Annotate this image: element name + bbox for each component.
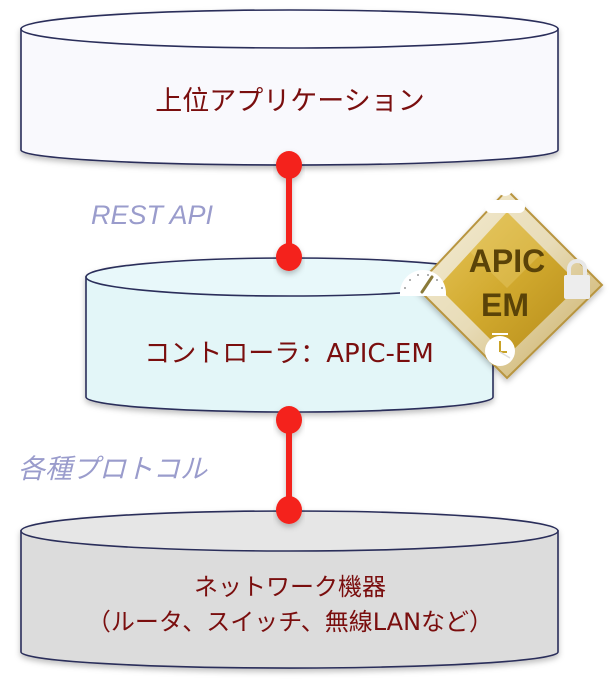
controller-layer [85, 257, 494, 413]
protocols-label: 各種プロトコル [18, 454, 208, 484]
clock-icon [485, 333, 515, 366]
connector-endpoint-top [276, 151, 302, 179]
lock-icon [564, 259, 590, 299]
rest-api-connector [276, 151, 302, 271]
apic-em-badge: APIC EM [400, 174, 604, 380]
connector-endpoint-top [276, 406, 302, 434]
upper-application-layer [20, 9, 559, 166]
upper-application-top [20, 9, 559, 49]
network-devices-layer [20, 510, 559, 669]
badge-label-line1: APIC [469, 243, 545, 279]
network-devices-label-line1: ネットワーク機器 [194, 573, 386, 601]
upper-application-label: 上位アプリケーション [155, 86, 424, 117]
badge-highlight [470, 212, 545, 288]
badge-inner-diamond [438, 212, 580, 356]
badge-label-line2: EM [481, 287, 529, 323]
user-icon [485, 174, 525, 213]
connector-endpoint-bottom [276, 496, 302, 524]
gauge-icon [400, 270, 446, 296]
controller-label: コントローラ：APIC-EM [144, 339, 434, 369]
protocols-connector [276, 406, 302, 524]
network-devices-label-line2: （ルータ、スイッチ、無線LANなど） [87, 608, 493, 636]
rest-api-label: REST API [91, 200, 214, 230]
connector-endpoint-bottom [276, 243, 302, 271]
network-devices-body [20, 530, 559, 669]
